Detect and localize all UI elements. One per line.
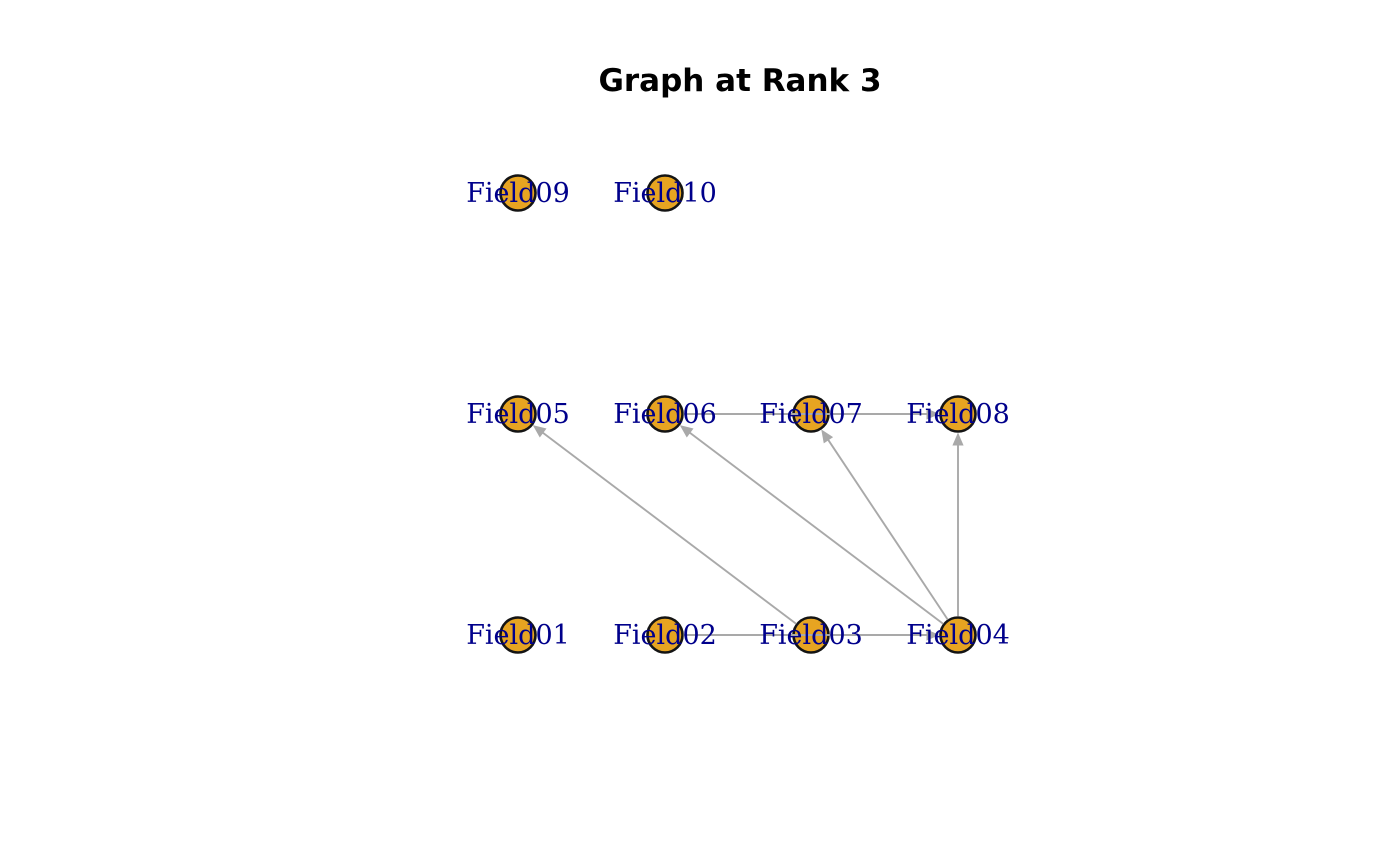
graph-node-field09 — [499, 174, 537, 212]
graph-edge-field04-field06 — [687, 431, 944, 625]
graph-node-label-field07: Field07 — [759, 399, 863, 430]
graph-node-field06 — [646, 395, 684, 433]
node-layer — [499, 174, 977, 654]
graph-node-label-field08: Field08 — [906, 399, 1010, 430]
graph-node-label-field04: Field04 — [906, 620, 1010, 651]
graph-node-label-field02: Field02 — [613, 620, 717, 651]
graph-edge-arrowhead-field06 — [679, 425, 694, 438]
graph-node-label-field06: Field06 — [613, 399, 717, 430]
label-layer: Field01 Field02 Field03 Field04 Field05 Field… — [466, 178, 1010, 651]
graph-edge-arrowhead-field07 — [821, 429, 834, 444]
graph-edge-field04-field07 — [826, 438, 949, 621]
graph-edge-arrowhead-field04 — [926, 629, 940, 641]
graph-node-field08 — [939, 395, 977, 433]
graph-edge-arrowhead-field08 — [952, 432, 964, 446]
edge-layer — [532, 408, 964, 641]
graph-node-field01 — [499, 616, 537, 654]
graph-edge-field03-field05 — [540, 431, 797, 625]
graph-edge-arrowhead-field05 — [532, 425, 547, 438]
graph-node-field04 — [939, 616, 977, 654]
graph-node-field02 — [646, 616, 684, 654]
graph-node-label-field05: Field05 — [466, 399, 570, 430]
graph-edge-arrowhead-field08 — [926, 408, 940, 420]
graph-node-field10 — [646, 174, 684, 212]
graph-node-label-field10: Field10 — [613, 178, 717, 209]
graph-node-label-field09: Field09 — [466, 178, 570, 209]
graph-node-field05 — [499, 395, 537, 433]
plot-title: Graph at Rank 3 — [598, 63, 881, 99]
graph-node-label-field01: Field01 — [466, 620, 570, 651]
graph-node-label-field03: Field03 — [759, 620, 863, 651]
